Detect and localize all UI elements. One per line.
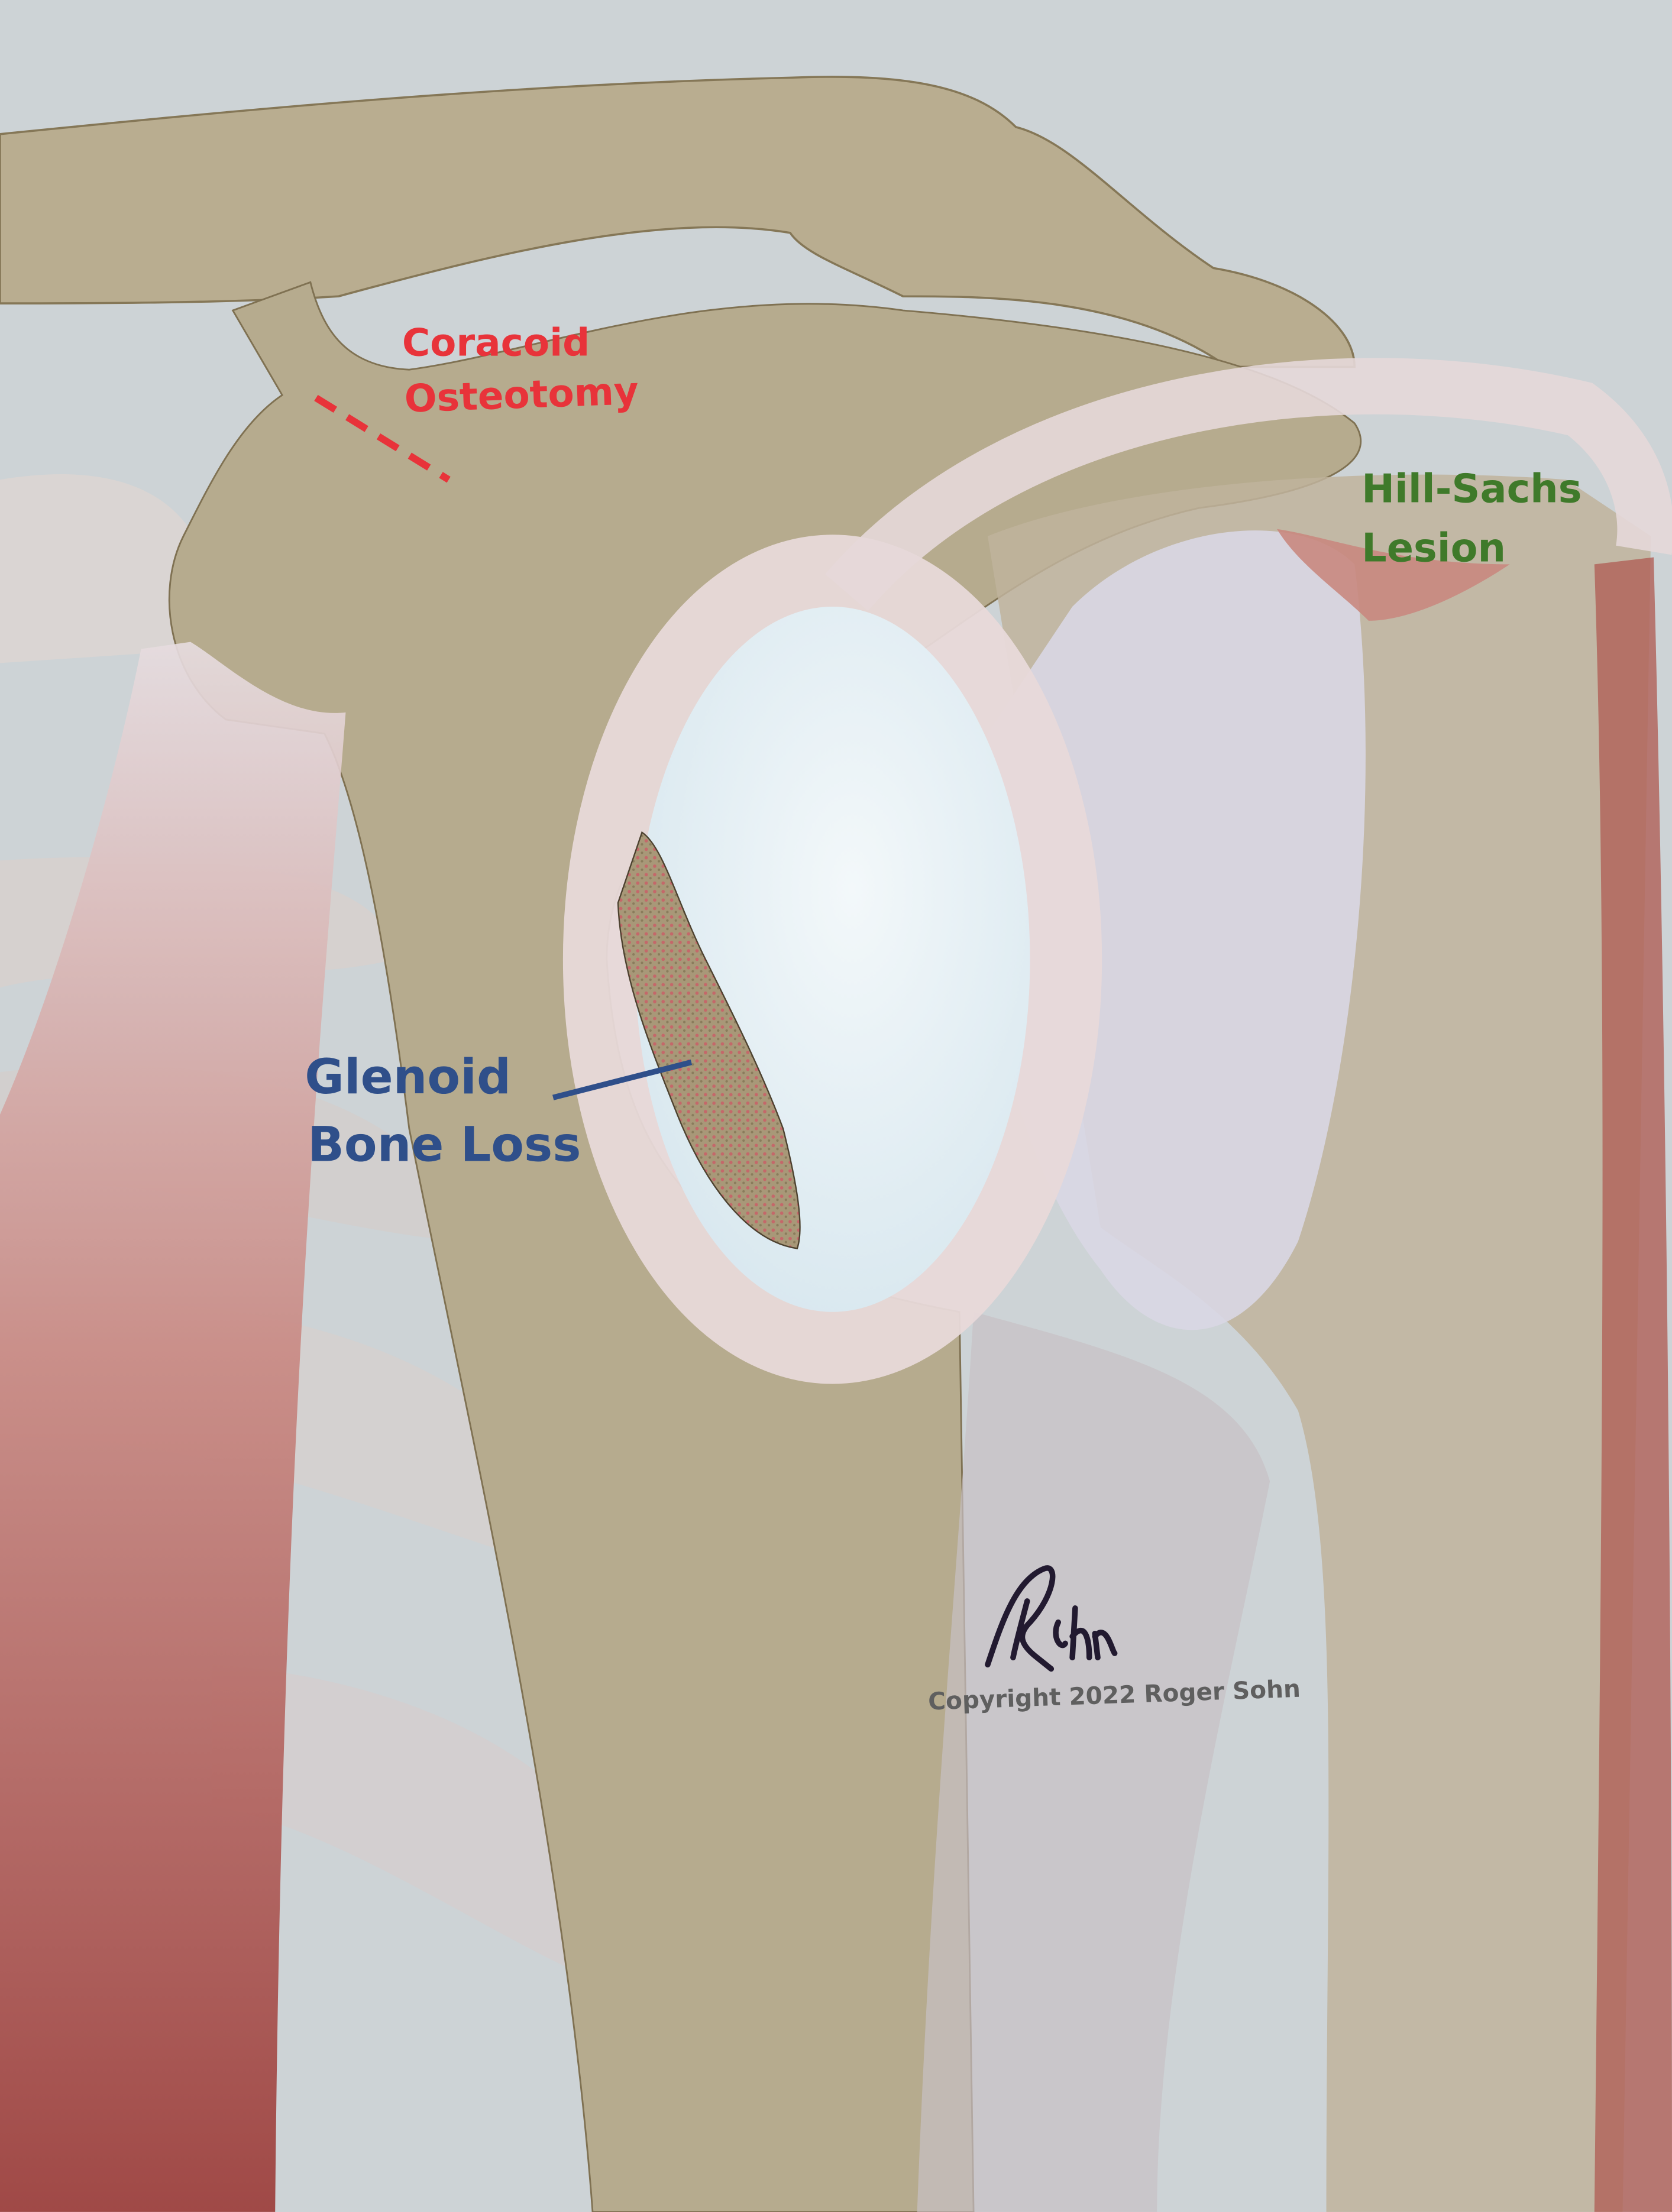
coracoid-label-line1: Coracoid xyxy=(402,320,590,365)
right-muscle xyxy=(1594,557,1672,2212)
coracoid-label-line2: Osteotomy xyxy=(404,369,639,422)
hill-sachs-lesion-region xyxy=(1277,529,1510,621)
artist-signature xyxy=(985,1565,1118,1672)
osteotomy-cut-line xyxy=(314,394,451,483)
left-muscle xyxy=(0,642,346,2212)
glenoid-bone-loss-region xyxy=(617,831,801,1249)
glenoid-label-line1: Glenoid xyxy=(305,1050,511,1105)
hill-sachs-label-line1: Hill-Sachs xyxy=(1361,465,1582,511)
glenoid-pointer-line xyxy=(552,1059,693,1100)
hill-sachs-label-line2: Lesion xyxy=(1361,525,1506,571)
soft-tissue xyxy=(917,1311,1270,2212)
glenoid-label-line2: Bone Loss xyxy=(308,1118,581,1173)
labrum-arc xyxy=(825,358,1672,611)
